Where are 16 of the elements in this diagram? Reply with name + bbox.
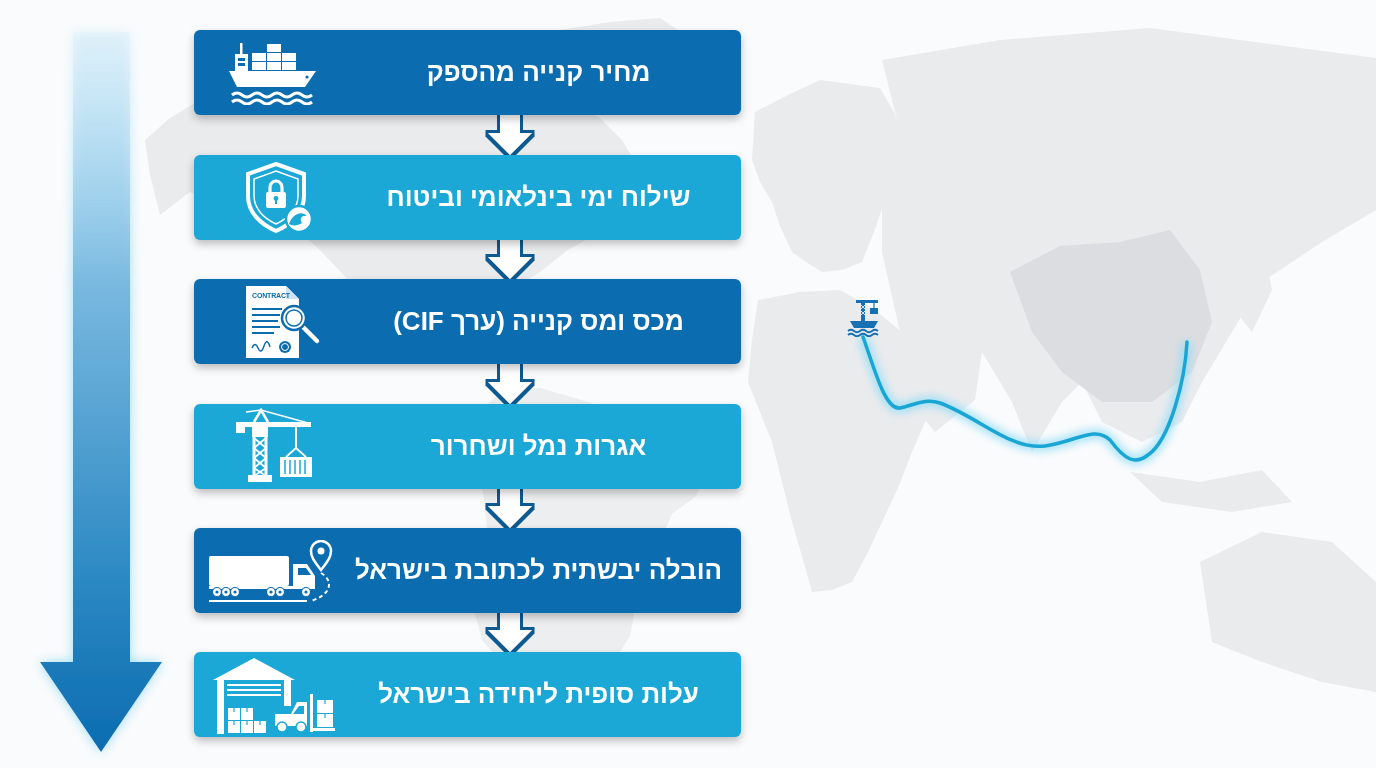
step-box bbox=[194, 404, 741, 489]
step-label: אגרות נמל ושחרור bbox=[430, 430, 647, 463]
step-label: עלות סופית ליחידה בישראל bbox=[378, 678, 699, 711]
step-box bbox=[194, 528, 741, 613]
step-box bbox=[194, 279, 741, 364]
arrow bbox=[488, 115, 532, 155]
step-label: הובלה יבשתית לכתובת בישראל bbox=[354, 554, 723, 587]
step-box bbox=[194, 652, 741, 737]
step-box bbox=[194, 30, 741, 115]
step-box bbox=[194, 155, 741, 240]
arrow bbox=[488, 613, 532, 652]
step-label: שילוח ימי בינלאומי וביטוח bbox=[386, 181, 691, 214]
arrow bbox=[488, 489, 532, 528]
step-label: מכס ומס קנייה (ערך CIF) bbox=[393, 305, 684, 338]
arrow bbox=[488, 240, 532, 279]
step-label: מחיר קנייה מהספק bbox=[426, 56, 651, 89]
